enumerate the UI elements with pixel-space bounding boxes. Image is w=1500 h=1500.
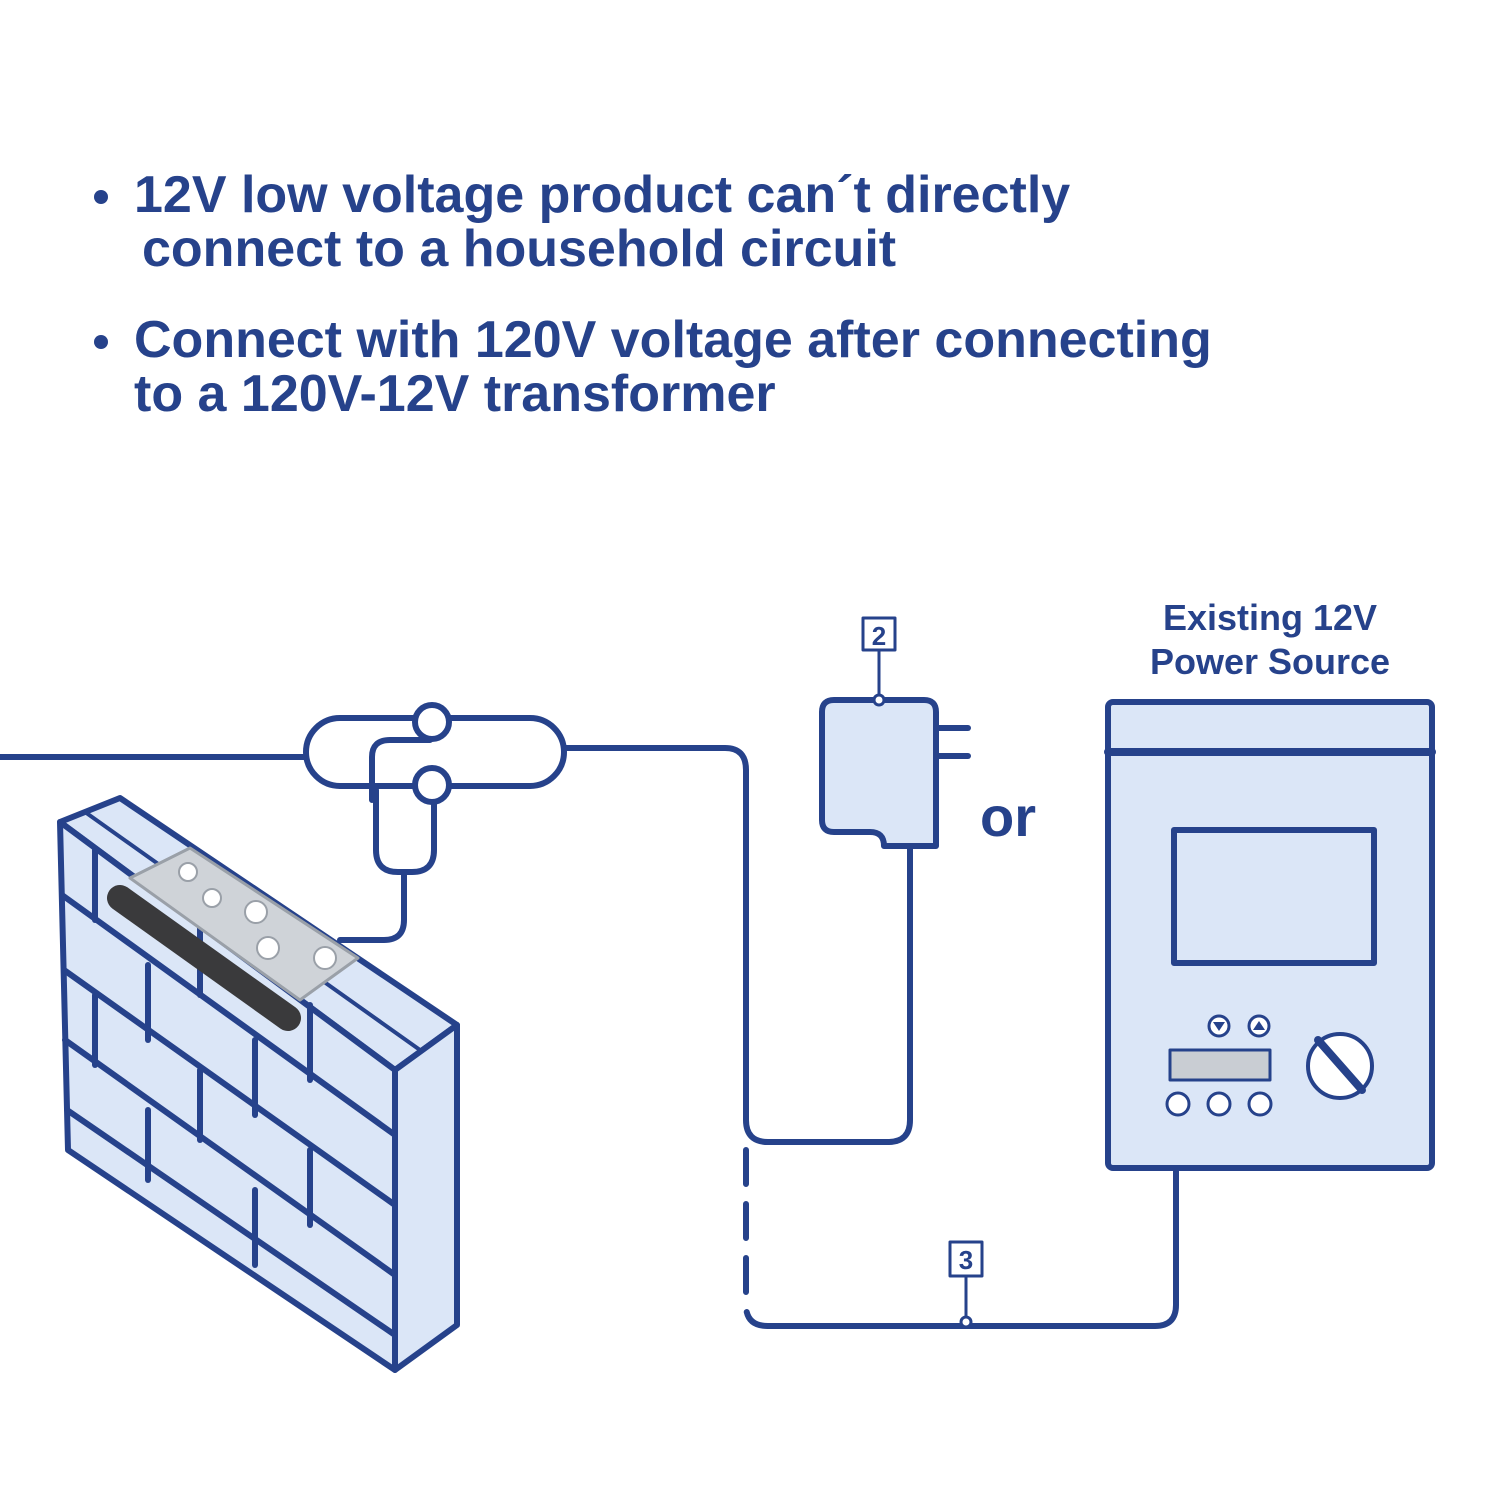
bullet-2-line-2: to a 120V-12V transformer bbox=[134, 365, 776, 423]
callout-box-3 bbox=[948, 1240, 984, 1278]
power-source-box bbox=[1104, 699, 1436, 1171]
bullet-item-2: Connect with 120V voltage after connecti… bbox=[88, 313, 1388, 421]
brick-wall bbox=[57, 795, 460, 1373]
bullet-dot bbox=[94, 190, 108, 204]
callout-3-label: 3 bbox=[959, 1245, 973, 1275]
transformer bbox=[819, 648, 971, 849]
bullet-item-1: 12V low voltage product can´t directly c… bbox=[88, 168, 1388, 276]
or-label: or bbox=[980, 785, 1036, 848]
callout-2-label: 2 bbox=[872, 621, 886, 651]
light-fixture bbox=[107, 846, 360, 1031]
instruction-list: 12V low voltage product can´t directly c… bbox=[88, 168, 1388, 421]
bullet-1-line-1: 12V low voltage product can´t directly bbox=[134, 166, 1071, 224]
alternate-wire-dashed bbox=[743, 1147, 771, 1329]
power-source-title-line-2: Power Source bbox=[1150, 641, 1390, 682]
bullet-dot bbox=[94, 335, 108, 349]
callout-box-2 bbox=[861, 616, 897, 652]
power-source-title-line-1: Existing 12V bbox=[1163, 597, 1377, 638]
output-wire bbox=[561, 745, 913, 1145]
bullet-2-line-1: Connect with 120V voltage after connecti… bbox=[134, 311, 1212, 369]
power-source-cable bbox=[765, 1165, 1179, 1329]
connector-loop bbox=[0, 702, 567, 943]
bullet-1-line-2: connect to a household circuit bbox=[142, 220, 897, 278]
